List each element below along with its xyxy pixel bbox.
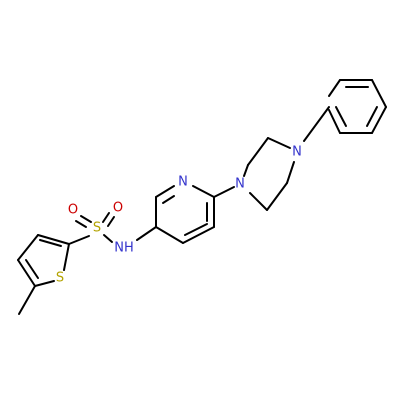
atom-o-right: O (113, 201, 123, 216)
bond-methyl (18, 285, 36, 315)
phenyl-ring (328, 79, 387, 134)
bond-phenyl-n (303, 106, 330, 142)
bond-pyridine-nh (136, 226, 157, 241)
bond-s-thiophene (68, 235, 90, 245)
atom-o-left: O (68, 203, 78, 218)
piperazine-ring (243, 137, 295, 211)
atom-n-piperazine-left: N (235, 177, 245, 192)
bond-n-pyridine (213, 186, 235, 198)
atom-nh-sulfonamide: NH (114, 241, 134, 256)
sulfonyl-oxygens (75, 212, 115, 228)
atom-n-piperazine-top: N (292, 145, 302, 160)
atom-s-thiophene: S (56, 271, 64, 286)
atom-s-sulfonyl: S (93, 221, 101, 236)
bond-nh-s (103, 234, 113, 243)
pyridine-ring (155, 185, 215, 244)
atom-n-pyridine: N (178, 175, 188, 190)
thiophene-ring (17, 234, 70, 287)
